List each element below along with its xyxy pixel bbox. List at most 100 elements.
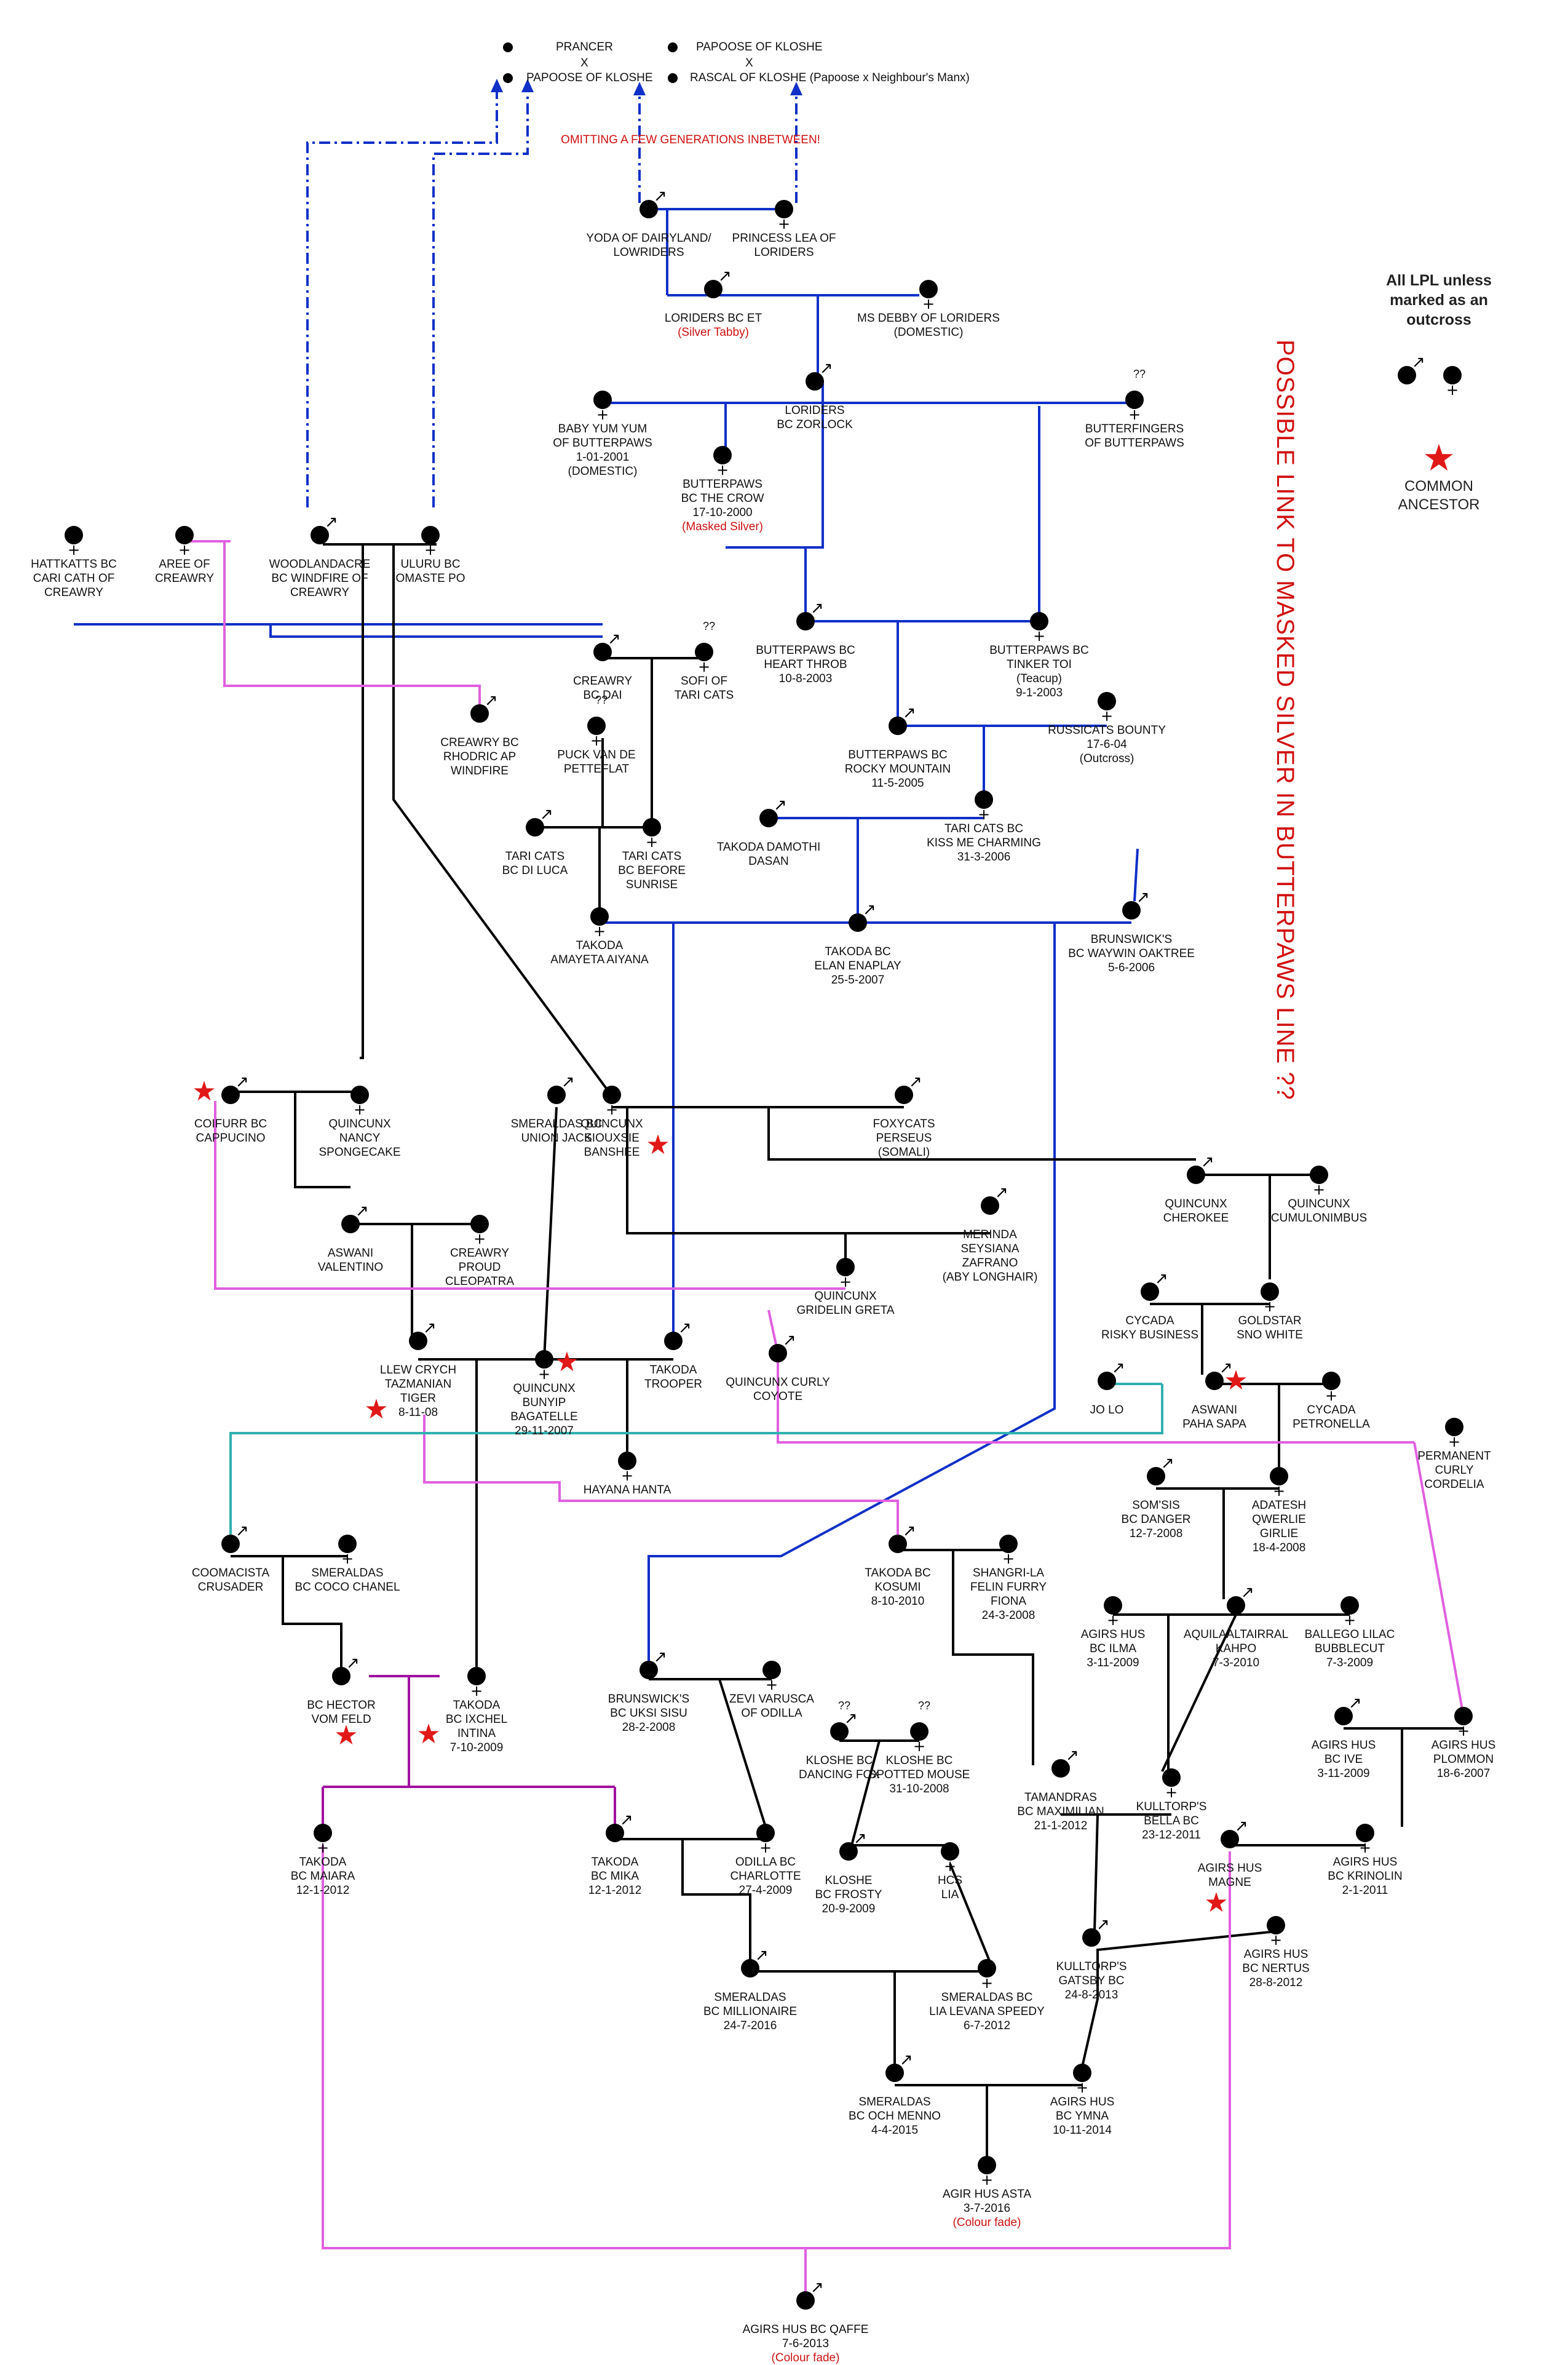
- female-cross-icon: +: [596, 406, 609, 423]
- cat-name-line: 7-10-2009: [449, 1741, 504, 1754]
- male-arrow-icon: ↗: [1412, 353, 1425, 372]
- cat-name-line: 8-10-2010: [871, 1595, 925, 1608]
- cat-name-line: CLEOPATRA: [445, 1275, 515, 1288]
- cat-name-line: SOM'SIS: [1132, 1499, 1180, 1512]
- cat-name-line: 12-7-2008: [1129, 1527, 1183, 1540]
- cat-name-line: BUTTERPAWS BC: [848, 749, 948, 761]
- cat-name-line: JO LO: [1090, 1404, 1124, 1417]
- cat-name-line: COIFURR BC: [194, 1118, 267, 1131]
- cat-name-line: BC MAXIMILIAN: [1017, 1805, 1104, 1818]
- male-arrow-icon: ↗: [1201, 1153, 1214, 1171]
- female-cross-icon: +: [977, 806, 991, 823]
- cat-name-line: BUBBLECUT: [1314, 1642, 1385, 1655]
- cat-name-line: DASAN: [748, 855, 789, 868]
- female-symbol-icon: [503, 73, 513, 83]
- cat-note: (Colour fade): [771, 2351, 840, 2364]
- cat-name-line: BC IXCHEL: [445, 1713, 508, 1726]
- cat-name-line: 2-1-2011: [1342, 1884, 1388, 1897]
- female-cross-icon: +: [922, 295, 935, 312]
- male-arrow-icon: ↗: [909, 1073, 922, 1091]
- connector-line: [1081, 1930, 1277, 2067]
- female-cross-icon: +: [1312, 1181, 1326, 1198]
- cat-name-line: BELLA BC: [1144, 1814, 1199, 1827]
- cat-label-risky: CYCADA RISKY BUSINESS: [1101, 1314, 1198, 1342]
- female-symbol-icon: [762, 1661, 781, 1679]
- cat-name-line: QUINCUNX: [328, 1118, 391, 1131]
- common-ancestor-star-icon: ★: [1204, 1887, 1229, 1918]
- cat-name-line: BC FROSTY: [815, 1888, 882, 1901]
- legend-male-symbol-icon: [1398, 366, 1416, 384]
- cat-name-line: CYCADA: [1125, 1314, 1174, 1327]
- cat-name-line: QUINCUNX: [513, 1382, 576, 1395]
- cat-name-line: TINKER TOI: [1007, 658, 1072, 671]
- cat-name-line: 31-10-2008: [889, 1783, 949, 1795]
- male-arrow-icon: ↗: [718, 267, 732, 285]
- cat-name-line: SPOTTED MOUSE: [868, 1768, 970, 1781]
- female-cross-icon: +: [1128, 406, 1141, 423]
- connector-line: [229, 1384, 1163, 1535]
- cat-name-line: (Outcross): [1079, 752, 1134, 765]
- male-symbol-icon: [470, 704, 489, 723]
- cat-name-line: WINDFIRE: [451, 765, 509, 777]
- male-arrow-icon: ↗: [654, 187, 667, 205]
- cat-name-line: 31-3-2006: [957, 851, 1011, 864]
- male-arrow-icon: ↗: [995, 1183, 1008, 1202]
- male-symbol-icon: [664, 1332, 683, 1350]
- male-arrow-icon: ↗: [355, 1202, 369, 1220]
- cat-name-line: CHEROKEE: [1163, 1212, 1229, 1225]
- cat-name-line: AGIRS HUS: [1332, 1856, 1398, 1869]
- cat-name-line: KLOSHE BC: [806, 1754, 873, 1767]
- top-pair-2-line1: PAPOOSE OF KLOSHE: [696, 41, 823, 54]
- unknown-parent-label: ??: [702, 620, 716, 632]
- male-arrow-icon: ↗: [900, 2051, 913, 2069]
- cat-name-line: 3-11-2009: [1317, 1767, 1370, 1780]
- cat-name-line: AREE OF: [159, 558, 210, 571]
- female-symbol-icon: [314, 1824, 332, 1842]
- cat-name-line: SPONGECAKE: [319, 1146, 401, 1159]
- cat-name-line: WOODLANDACRE: [269, 558, 371, 571]
- connector-line: [1093, 1814, 1099, 1932]
- top-pair-1-line1: PRANCER: [556, 41, 613, 54]
- cat-name-line: RISKY BUSINESS: [1101, 1329, 1199, 1341]
- male-arrow-icon: ↗: [853, 1829, 867, 1848]
- male-symbol-icon: [889, 1535, 907, 1553]
- female-cross-icon: +: [590, 732, 603, 749]
- cat-name-line: LORIDERS: [785, 404, 845, 417]
- cat-name-line: 8-11-08: [398, 1406, 438, 1419]
- connector-line: [1133, 848, 1139, 902]
- male-arrow-icon: ↗: [1161, 1454, 1174, 1473]
- male-symbol-icon: [796, 612, 815, 630]
- connector-line: [681, 1839, 751, 1962]
- cat-name-line: PAHA SAPA: [1182, 1418, 1246, 1431]
- male-symbol-icon: [1147, 1467, 1165, 1485]
- cat-name-line: TAKODA: [649, 1364, 697, 1377]
- cat-name-line: ROCKY MOUNTAIN: [844, 763, 951, 776]
- connector-line: [949, 1863, 991, 1963]
- cat-name-line: 10-11-2014: [1053, 2124, 1112, 2137]
- cat-name-line: GRIDELIN GRETA: [796, 1304, 895, 1317]
- cat-name-line: 25-5-2007: [831, 974, 885, 987]
- arrowhead-icon: [491, 79, 503, 92]
- female-cross-icon: +: [341, 1550, 354, 1567]
- top-pair-2-line2: RASCAL OF KLOSHE (Papoose x Neighbour's …: [690, 71, 970, 84]
- top-pair-1-x: X: [580, 57, 588, 70]
- connector-line: [294, 1092, 350, 1188]
- cat-name-line: FIONA: [990, 1595, 1027, 1608]
- male-arrow-icon: ↗: [236, 1073, 249, 1091]
- cat-name-line: AGIR HUS ASTA: [942, 2188, 1032, 2201]
- cat-name-line: CUMULONIMBUS: [1270, 1212, 1368, 1225]
- cat-name-line: TAKODA: [576, 939, 624, 952]
- male-symbol-icon: [1082, 1928, 1101, 1947]
- cat-name-line: CREAWRY: [572, 675, 633, 688]
- female-cross-icon: +: [424, 541, 437, 558]
- female-symbol-icon: [1073, 2064, 1091, 2082]
